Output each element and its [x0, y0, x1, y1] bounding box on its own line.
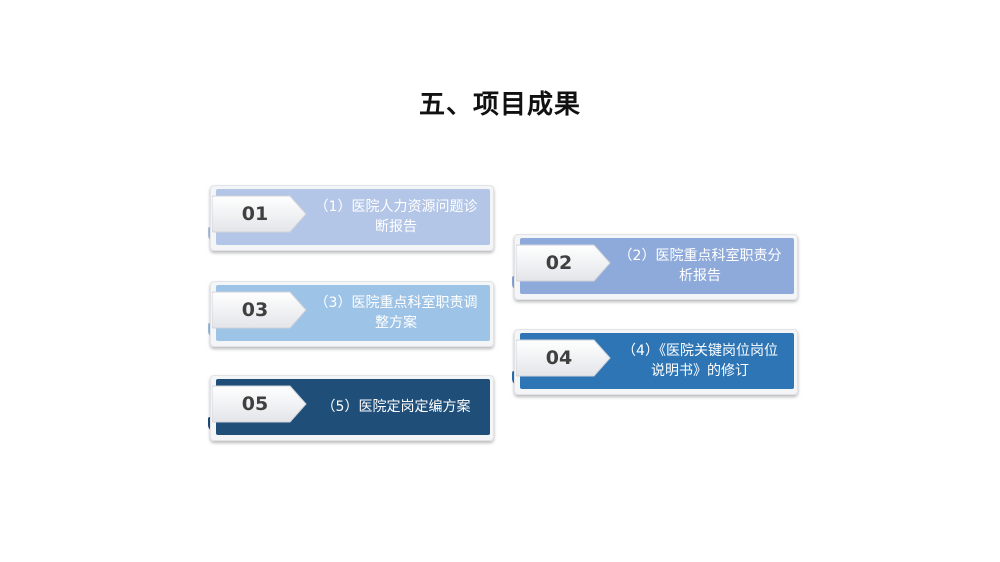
- number-tag: 05: [212, 384, 308, 424]
- item-number: 03: [241, 299, 269, 321]
- item-label: （1）医院人力资源问题诊断报告: [314, 199, 478, 235]
- item-label: （4）《医院关键岗位岗位说明书》的修订: [622, 343, 778, 379]
- result-card-02: 02 （2）医院重点科室职责分析报告: [512, 234, 800, 300]
- number-tag: 04: [516, 338, 612, 378]
- result-card-05: 05 （5）医院定岗定编方案: [208, 375, 496, 441]
- number-tag: 02: [516, 243, 612, 283]
- item-number: 02: [545, 252, 573, 274]
- result-card-03: 03 （3）医院重点科室职责调整方案: [208, 281, 496, 347]
- item-number: 04: [545, 347, 573, 369]
- number-tag: 03: [212, 290, 308, 330]
- result-card-04: 04 （4）《医院关键岗位岗位说明书》的修订: [512, 329, 800, 395]
- page-title: 五、项目成果: [418, 90, 581, 120]
- item-label: （2）医院重点科室职责分析报告: [618, 248, 782, 284]
- result-card-01: 01 （1）医院人力资源问题诊断报告: [208, 185, 496, 251]
- item-label: （3）医院重点科室职责调整方案: [314, 295, 478, 331]
- item-number: 05: [241, 393, 269, 415]
- item-label: （5）医院定岗定编方案: [321, 399, 471, 415]
- item-number: 01: [241, 203, 269, 225]
- number-tag: 01: [212, 194, 308, 234]
